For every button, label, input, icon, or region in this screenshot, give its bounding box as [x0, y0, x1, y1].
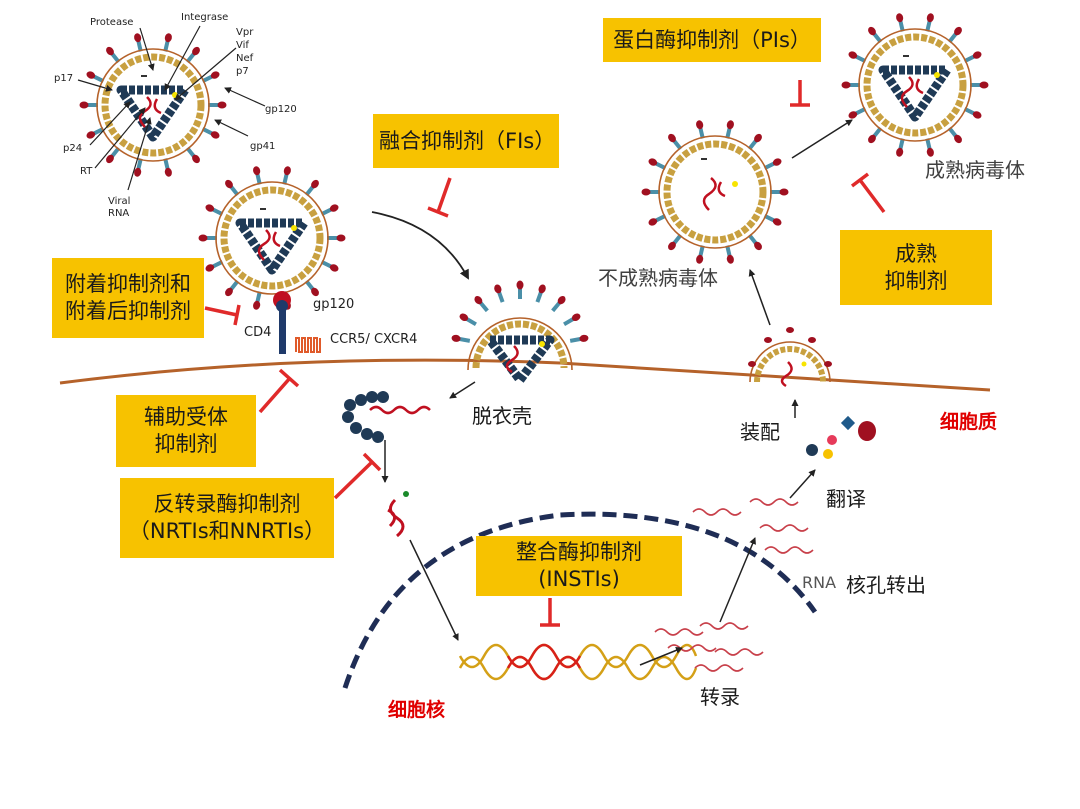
nuclear-membrane [342, 511, 818, 689]
label-integrase: Integrase [181, 12, 229, 23]
label-protease: Protease [90, 17, 134, 28]
arrow-translation [789, 469, 816, 499]
virion-attaching [196, 163, 348, 313]
envelope-spike [839, 79, 862, 91]
integrase-inhibitor-line2: (INSTIs) [538, 567, 620, 591]
cd4-receptor [273, 291, 291, 354]
cell-membrane [59, 358, 991, 392]
label-transcription: 转录 [700, 685, 740, 709]
label-nucleus: 细胞核 [388, 699, 446, 721]
viral-proteins [806, 415, 876, 459]
arrow-export [719, 537, 756, 623]
rt-dna [387, 498, 405, 538]
virion-labeled [77, 30, 229, 180]
envelope-spike [491, 281, 508, 306]
label-vpr: Vpr [236, 27, 254, 38]
mrna-cytoplasm [692, 498, 814, 554]
label-p7: p7 [236, 66, 249, 77]
envelope-spike [547, 292, 570, 316]
label-viral: Viral [108, 196, 131, 207]
attachment-inhibitor-line2: 附着后抑制剂 [65, 299, 191, 323]
arrow-maturation [791, 119, 853, 159]
attachment-inhibitor-box: 附着抑制剂和 附着后抑制剂 [52, 258, 204, 338]
label-cd4: CD4 [244, 325, 272, 340]
label-rt: RT [80, 166, 93, 177]
coreceptor-inhibitor-line1: 辅助受体 [144, 405, 228, 429]
label-vif: Vif [236, 40, 249, 51]
label-p24: p24 [63, 143, 83, 154]
integrase-inhibitor-box: 整合酶抑制剂 (INSTIs) [476, 536, 682, 596]
virion-fusing [448, 278, 592, 385]
label-gp120: gp120 [313, 297, 355, 312]
rt-inhibitor-box: 反转录酶抑制剂 （NRTIs和NNRTIs） [120, 478, 334, 558]
envelope-spike [325, 232, 348, 244]
arrow-import [409, 539, 459, 641]
label-gp120-top: gp120 [265, 104, 297, 115]
coreceptor-squiggle [295, 337, 321, 353]
envelope-spike [514, 278, 526, 301]
envelope-spike [206, 99, 229, 111]
rt-inhibitor-line2: （NRTIs和NNRTIs） [128, 519, 326, 543]
fusion-inhibitor-box: 融合抑制剂（FIs） [373, 114, 559, 168]
integrase-inhibitor-line1: 整合酶抑制剂 [516, 540, 642, 564]
uncoated-capsid [342, 391, 389, 443]
label-uncoating: 脱衣壳 [472, 404, 532, 428]
fusion-inhibitor-label: 融合抑制剂（FIs） [379, 128, 556, 153]
inhibitor-symbols [204, 80, 886, 627]
envelope-spike [77, 99, 100, 111]
envelope-spike [768, 186, 791, 198]
maturation-inhibitor-line2: 抑制剂 [884, 268, 948, 293]
coreceptor-inhibitor-line2: 抑制剂 [154, 432, 218, 456]
maturation-inhibitor-box: 成熟 抑制剂 [840, 230, 992, 305]
rt-inhibitor-line1: 反转录酶抑制剂 [153, 492, 301, 516]
mrna-nucleus [654, 622, 764, 672]
arrow-fusion [371, 211, 469, 280]
coreceptor-inhibitor-box: 辅助受体 抑制剂 [116, 395, 256, 467]
envelope-spike [532, 281, 549, 306]
label-cytoplasm: 细胞质 [940, 411, 998, 433]
envelope-spike [639, 186, 662, 198]
virion-mature [839, 10, 991, 160]
virion-budding [748, 327, 832, 388]
label-gp41: gp41 [250, 141, 276, 152]
arrow-uncoating [449, 381, 476, 399]
label-immature-virion: 不成熟病毒体 [598, 266, 718, 290]
viral-rna-strand [369, 405, 431, 415]
rt-dot [403, 491, 409, 497]
label-mature-virion: 成熟病毒体 [925, 158, 1025, 182]
label-p17: p17 [54, 73, 74, 84]
label-assembly: 装配 [740, 420, 780, 444]
envelope-spike [470, 292, 493, 316]
label-rna: RNA [802, 573, 837, 592]
label-coreceptor: CCR5/ CXCR4 [330, 332, 418, 347]
envelope-spike [196, 232, 219, 244]
envelope-spike [456, 309, 480, 330]
protease-inhibitor-label: 蛋白酶抑制剂（PIs） [613, 27, 811, 52]
envelope-spike [560, 309, 584, 330]
protease-inhibitor-box: 蛋白酶抑制剂（PIs） [603, 18, 821, 62]
label-rna: RNA [108, 208, 130, 219]
integrated-dna [458, 643, 698, 681]
arrow-budding [748, 269, 771, 326]
arrow-transcription [639, 647, 683, 666]
virion-immature [639, 117, 791, 267]
envelope-spike [567, 332, 592, 347]
envelope-spike [968, 79, 991, 91]
maturation-inhibitor-line1: 成熟 [895, 241, 937, 266]
attachment-inhibitor-line1: 附着抑制剂和 [65, 272, 191, 296]
label-nuclear-export: 核孔转出 [846, 573, 926, 597]
label-nef: Nef [236, 53, 254, 64]
label-translation: 翻译 [826, 487, 866, 511]
envelope-spike [448, 332, 473, 347]
virion-label-leaders [77, 25, 266, 191]
